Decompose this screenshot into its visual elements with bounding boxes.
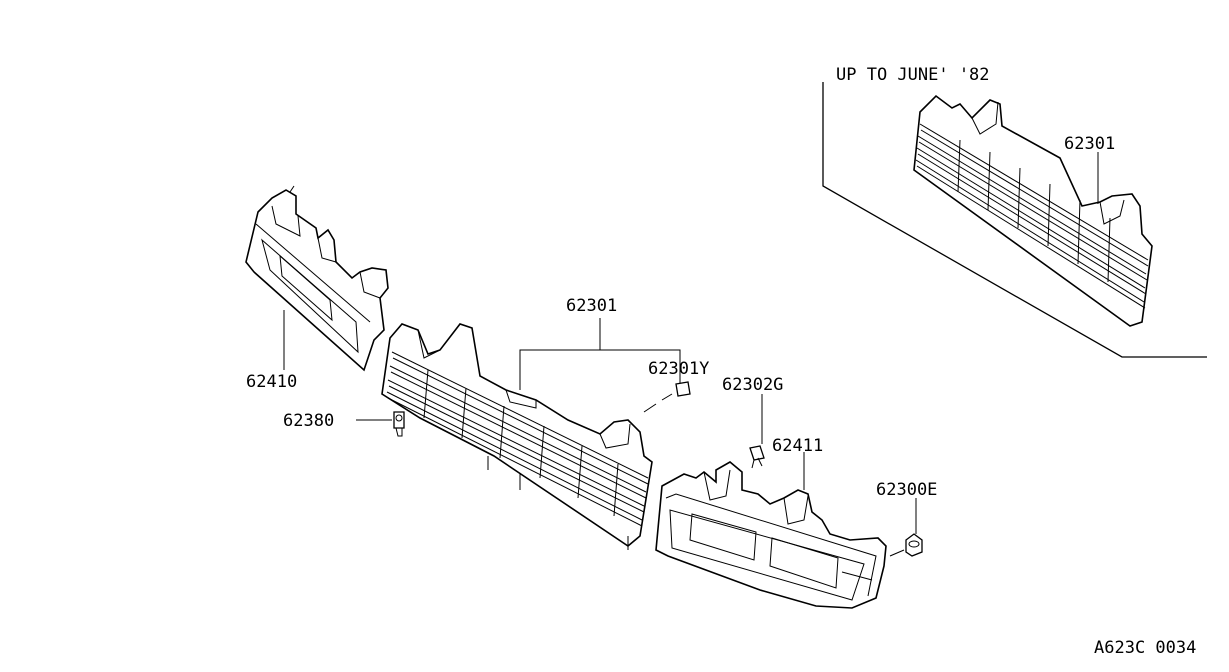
left-bracket: [245, 185, 389, 372]
main-grille-label: 62301: [566, 296, 617, 316]
main-grille-clip-label: 62301Y: [648, 359, 709, 379]
main-grille-leader-line: [519, 318, 681, 390]
left-clip-label: 62380: [283, 411, 334, 431]
left-bracket-label: 62410: [246, 372, 297, 392]
main-grille: [381, 323, 653, 550]
inset-grille: [913, 94, 1153, 327]
right-bracket: [655, 461, 887, 609]
left-clip: [393, 411, 405, 437]
right-clip: [889, 533, 923, 557]
right-bracket-label: 62411: [772, 436, 823, 456]
inset-note-label: UP TO JUNE' '82: [836, 65, 990, 85]
inset-box: [822, 82, 1207, 358]
diagram-code: A623C 0034: [1094, 638, 1196, 658]
right-clip-label: 62300E: [876, 480, 937, 500]
inset-part-label: 62301: [1064, 134, 1115, 154]
right-small-clip-label: 62302G: [722, 375, 783, 395]
main-grille-clip: [643, 381, 691, 413]
right-small-clip: [749, 445, 765, 469]
